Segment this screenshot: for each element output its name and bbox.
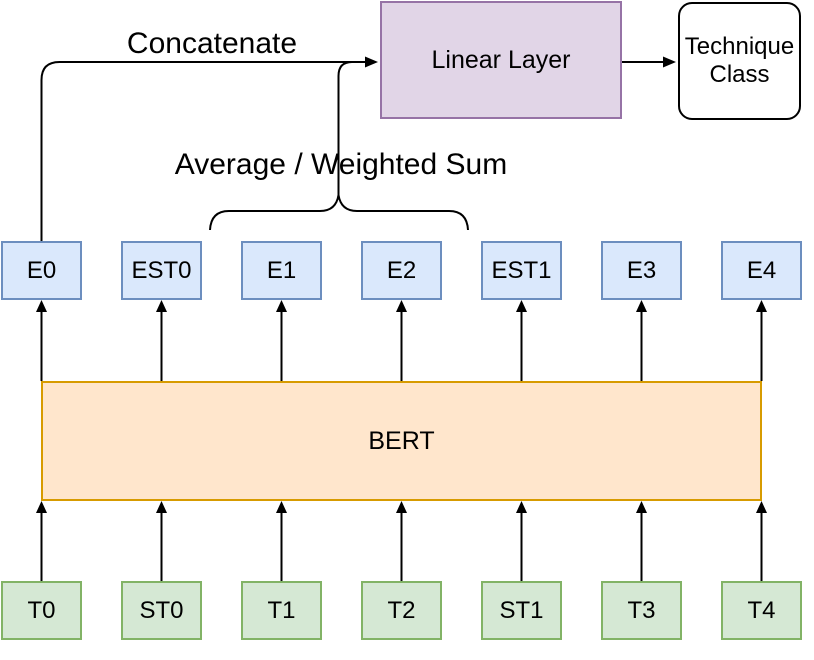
arrowhead-linear-technique [663, 56, 676, 68]
arrowhead-bert-est1 [516, 300, 527, 312]
embedding-node-e1: E1 [241, 241, 322, 300]
linear-layer-node: Linear Layer [380, 1, 622, 119]
arrowhead-t3-bert [636, 501, 647, 513]
token-node-t2: T2 [361, 581, 442, 640]
embedding-node-est1: EST1 [481, 241, 562, 300]
bert-to-embedding-arrows [36, 300, 767, 381]
concatenate-label: Concatenate [126, 27, 298, 60]
arrowhead-st0-bert [156, 501, 167, 513]
arrowhead-bert-e1 [276, 300, 287, 312]
arrowhead-bert-est0 [156, 300, 167, 312]
arrowhead-bert-e4 [756, 300, 767, 312]
embedding-node-e4: E4 [721, 241, 802, 300]
arrowhead-bert-e2 [396, 300, 407, 312]
arrowhead-st1-bert [516, 501, 527, 513]
token-node-st0: ST0 [121, 581, 202, 640]
arrowhead-t2-bert [396, 501, 407, 513]
technique-class-node: Technique Class [678, 2, 801, 120]
arrowhead-t0-bert [36, 501, 47, 513]
embedding-node-e3: E3 [601, 241, 682, 300]
arrowhead-t4-bert [756, 501, 767, 513]
embedding-node-est0: EST0 [121, 241, 202, 300]
arrowhead-t1-bert [276, 501, 287, 513]
token-to-bert-arrows [36, 501, 767, 581]
token-node-st1: ST1 [481, 581, 562, 640]
token-node-t4: T4 [721, 581, 802, 640]
embedding-node-e2: E2 [361, 241, 442, 300]
bert-node: BERT [41, 381, 762, 501]
aggregation-label: Average / Weighted Sum [174, 148, 508, 181]
arrowhead-e0-linear [365, 56, 378, 68]
arrowhead-bert-e0 [36, 300, 47, 312]
token-node-t3: T3 [601, 581, 682, 640]
embedding-node-e0: E0 [1, 241, 82, 300]
token-node-t1: T1 [241, 581, 322, 640]
arrowhead-bert-e3 [636, 300, 647, 312]
linear-to-technique-connector [622, 56, 676, 68]
token-node-t0: T0 [1, 581, 82, 640]
aggregation-brace [209, 194, 469, 231]
